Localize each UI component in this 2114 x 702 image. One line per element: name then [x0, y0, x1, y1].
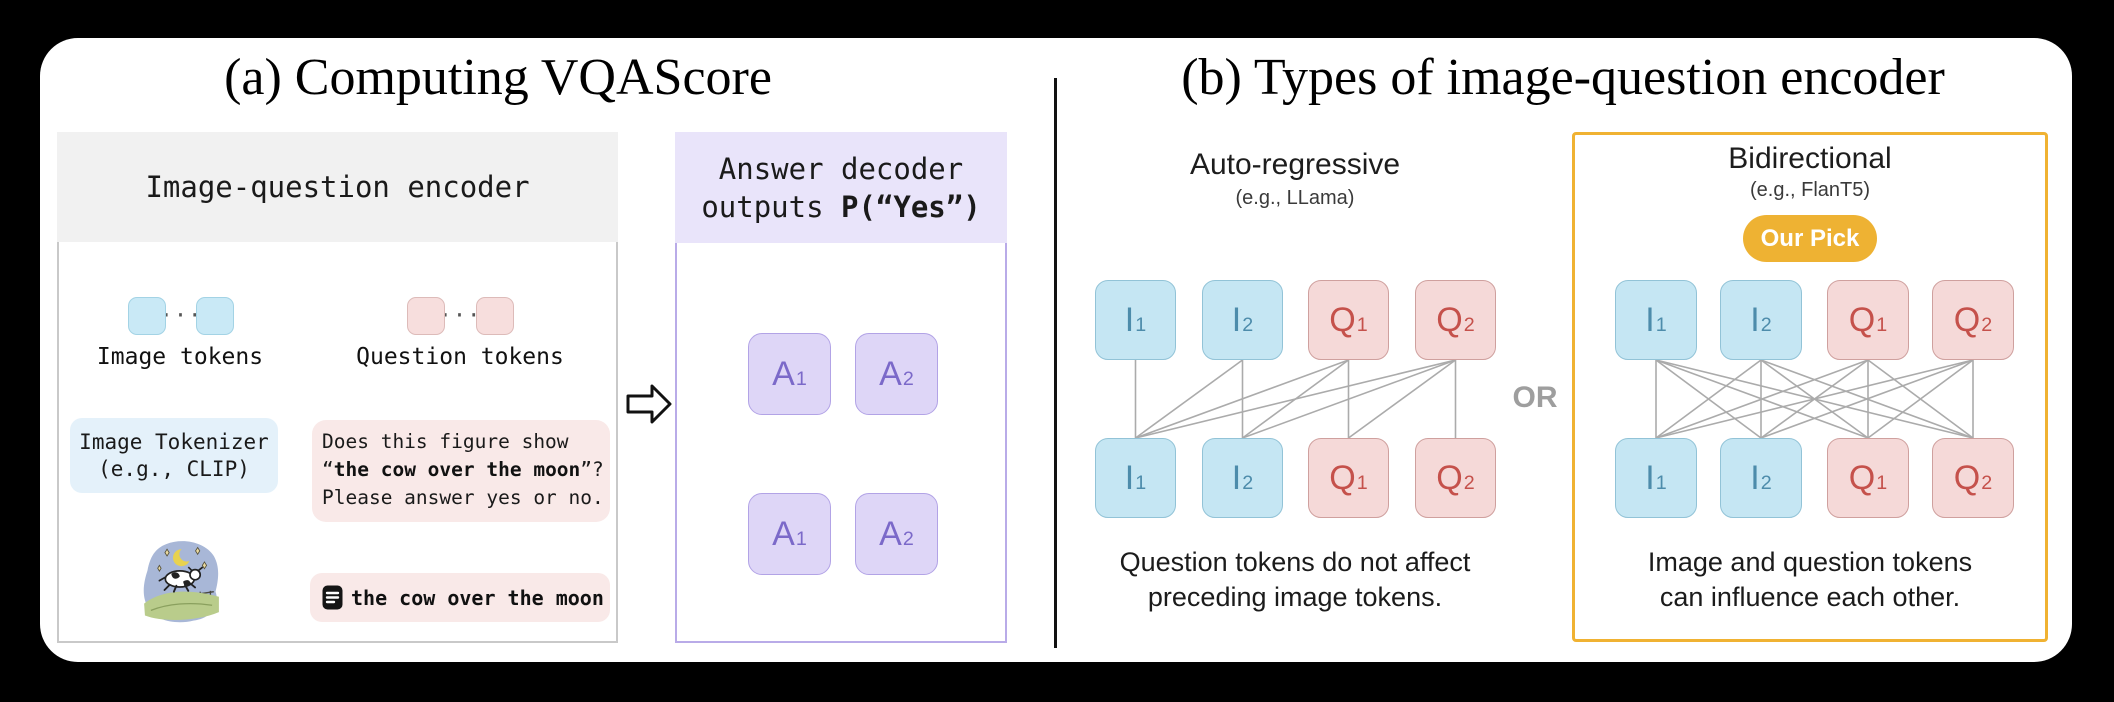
- prompt-phrase-box: the cow over the moon: [310, 573, 610, 622]
- question-line2: “the cow over the moon”?: [322, 458, 604, 481]
- image-mini-token: [128, 297, 166, 335]
- bi-caption-line2: can influence each other.: [1659, 582, 1961, 612]
- panel-divider: [1054, 78, 1057, 648]
- or-label: OR: [1512, 381, 1558, 414]
- cow-over-moon-illustration: [143, 541, 219, 623]
- question-tokens-ellipsis: ···: [438, 303, 482, 329]
- image-tokenizer-box: Image Tokenizer (e.g., CLIP): [70, 418, 278, 493]
- p-yes-bold: P(“Yes”): [841, 189, 981, 224]
- question-text-box: Does this figure show “the cow over the …: [312, 420, 610, 522]
- auto-caption-line1: Question tokens do not affect: [1119, 547, 1471, 577]
- image-tokens-label: Image tokens: [96, 344, 264, 370]
- image-tokens-ellipsis: ···: [159, 303, 203, 329]
- encoder-header: Image-question encoder: [57, 132, 618, 242]
- question-tokens-label: Question tokens: [356, 344, 564, 370]
- panel-a-title: (a) Computing VQAScore: [224, 49, 772, 106]
- prompt-phrase-text: the cow over the moon: [351, 585, 604, 610]
- panel-b-title: (b) Types of image-question encoder: [1181, 49, 1945, 106]
- question-line1: Does this figure show: [322, 430, 569, 453]
- image-tokenizer-line1: Image Tokenizer: [79, 429, 269, 454]
- bidirectional-panel-border: [1572, 132, 2048, 642]
- question-mini-token: [476, 297, 514, 335]
- answer-decoder-header: Answer decoder outputs P(“Yes”): [675, 132, 1007, 243]
- image-tokenizer-line2: (e.g., CLIP): [98, 456, 250, 481]
- bi-caption-line1: Image and question tokens: [1647, 547, 1973, 577]
- our-pick-badge: Our Pick: [1743, 215, 1877, 262]
- auto-regressive-title: Auto-regressive: [1189, 148, 1401, 181]
- note-icon: [322, 585, 343, 610]
- answer-decoder-header-line2: outputs P(“Yes”): [701, 189, 981, 224]
- hollow-right-arrow-icon: [626, 384, 672, 424]
- auto-caption-line2: preceding image tokens.: [1147, 582, 1443, 612]
- question-mini-token: [407, 297, 445, 335]
- answer-decoder-header-line1: Answer decoder: [718, 151, 964, 186]
- image-mini-token: [196, 297, 234, 335]
- question-phrase-bold: the cow over the moon: [333, 458, 581, 481]
- auto-regressive-example: (e.g., LLama): [1235, 187, 1355, 209]
- question-line3: Please answer yes or no.: [322, 486, 604, 509]
- bidirectional-example: (e.g., FlanT5): [1749, 179, 1871, 201]
- our-pick-badge-label: Our Pick: [1760, 224, 1860, 252]
- bidirectional-title: Bidirectional: [1728, 142, 1892, 175]
